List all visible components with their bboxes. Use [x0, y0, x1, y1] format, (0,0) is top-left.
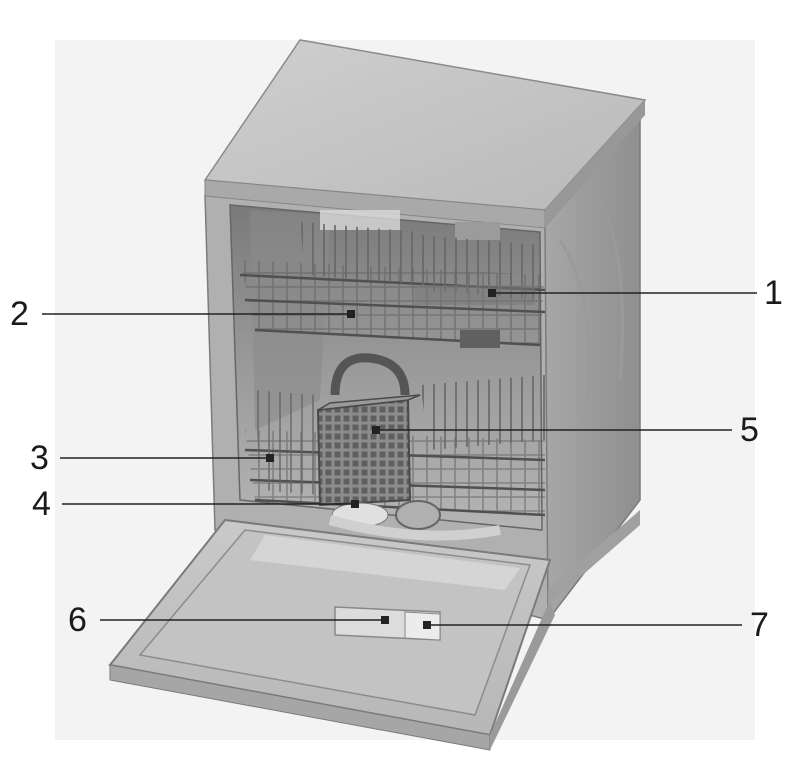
tub-floor-highlight [328, 515, 501, 541]
basket-rim [317, 394, 421, 411]
upper-rack-tines-left [300, 222, 425, 285]
rinse-aid-dispenser [404, 611, 441, 641]
base-plinth-edge [548, 510, 640, 605]
cutlery-tray [415, 285, 535, 305]
door-inner-lip [250, 535, 520, 590]
leader-dot-3 [266, 454, 274, 462]
top-side-edge [545, 100, 645, 228]
callout-label-4: 4 [32, 485, 51, 523]
spray-arm-hub [395, 500, 441, 530]
upper-rack-tines-right [420, 235, 540, 300]
lower-rack-tines-left [255, 390, 320, 495]
lower-rack-tines [420, 375, 545, 450]
basket-handle [330, 353, 410, 396]
callout-label-2: 2 [10, 295, 29, 333]
callout-label-1: 1 [764, 274, 783, 312]
leader-dot-4 [351, 500, 359, 508]
tub-light-area [320, 210, 400, 230]
leader-dot-2 [347, 310, 355, 318]
callout-label-7: 7 [750, 606, 769, 644]
leader-dot-7 [423, 621, 431, 629]
leader-endpoints [266, 289, 496, 629]
callout-label-6: 6 [68, 601, 87, 639]
leader-lines [42, 292, 757, 626]
callout-label-5: 5 [740, 411, 759, 449]
leader-dot-1 [488, 289, 496, 297]
leader-dot-6 [381, 616, 389, 624]
leader-dot-5 [372, 426, 380, 434]
side-panel-contour [558, 199, 624, 421]
callout-label-3: 3 [30, 439, 49, 477]
tub-top-fixture [455, 222, 500, 240]
door-side-edge [490, 600, 555, 750]
spray-arm-upper [460, 330, 500, 348]
cutlery-basket [316, 398, 412, 507]
